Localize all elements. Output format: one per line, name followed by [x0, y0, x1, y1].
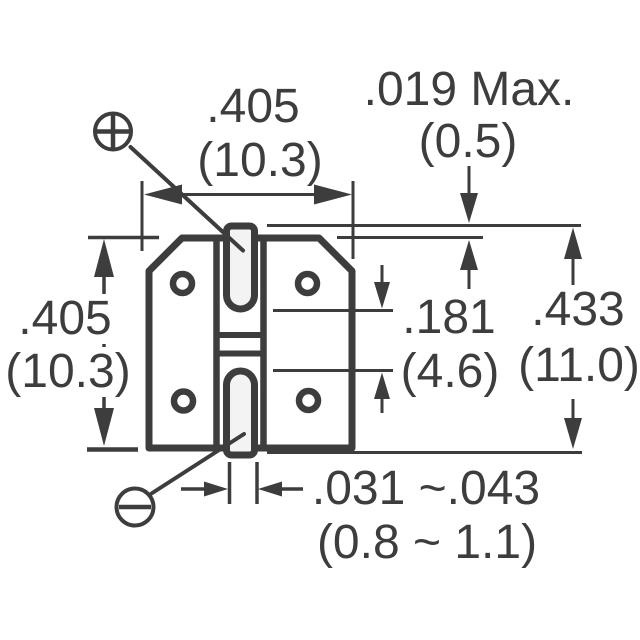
dim-lead-protrusion-mm-label: (0.5) — [418, 115, 518, 168]
arrowhead-up — [460, 240, 478, 270]
arrowhead-down — [94, 408, 114, 446]
dim-left-height — [87, 235, 159, 452]
positive-terminal-lead — [223, 222, 258, 313]
dim-overall-height-inch-label: .433 — [527, 285, 629, 335]
plus-circle-icon — [93, 111, 133, 152]
mounting-hole — [170, 388, 197, 414]
negative-terminal-lead — [223, 367, 258, 459]
dim-terminal-width — [181, 462, 303, 504]
arrowhead-left — [258, 481, 282, 497]
dim-lead-protrusion-inch-label: .019 Max. — [363, 63, 575, 116]
negative-leader-line — [149, 432, 246, 496]
mounting-hole — [295, 387, 322, 414]
dim-overall-height — [267, 227, 582, 454]
arrowhead-down — [374, 282, 390, 309]
arrowhead-down — [460, 193, 478, 223]
mounting-hole — [294, 270, 321, 297]
arrowhead-up — [564, 227, 582, 259]
arrowhead-up — [94, 239, 114, 277]
polarity-markers — [93, 111, 246, 528]
dim-top-width-inch-label: .405 — [206, 80, 300, 133]
dim-terminal-gap — [273, 265, 393, 413]
positive-leader-line — [128, 145, 245, 253]
dim-left-height-inch-label: .405 — [14, 294, 116, 344]
capacitor-body — [145, 222, 356, 459]
dim-terminal-gap-mm-label: (4.6) — [400, 345, 500, 398]
dim-terminal-width-inch-label: .031 ~.043 — [311, 462, 541, 515]
dim-terminal-width-mm-label: (0.8 ~ 1.1) — [316, 516, 538, 569]
arrowhead-up — [374, 372, 390, 399]
dim-overall-height-mm-label: (11.0) — [514, 341, 640, 391]
dim-lead-protrusion — [267, 166, 581, 289]
dim-terminal-gap-inch-label: .181 — [402, 291, 496, 344]
dim-left-height-mm-label: (10.3) — [1, 347, 135, 397]
dim-top-width-mm-label: (10.3) — [197, 134, 323, 187]
mounting-hole — [169, 270, 196, 297]
arrowhead-left — [144, 184, 182, 205]
arrowhead-down — [564, 418, 582, 449]
arrowhead-right — [204, 481, 228, 497]
arrowhead-right — [314, 184, 352, 205]
minus-circle-icon — [114, 486, 156, 528]
dim-top-width — [140, 181, 355, 259]
